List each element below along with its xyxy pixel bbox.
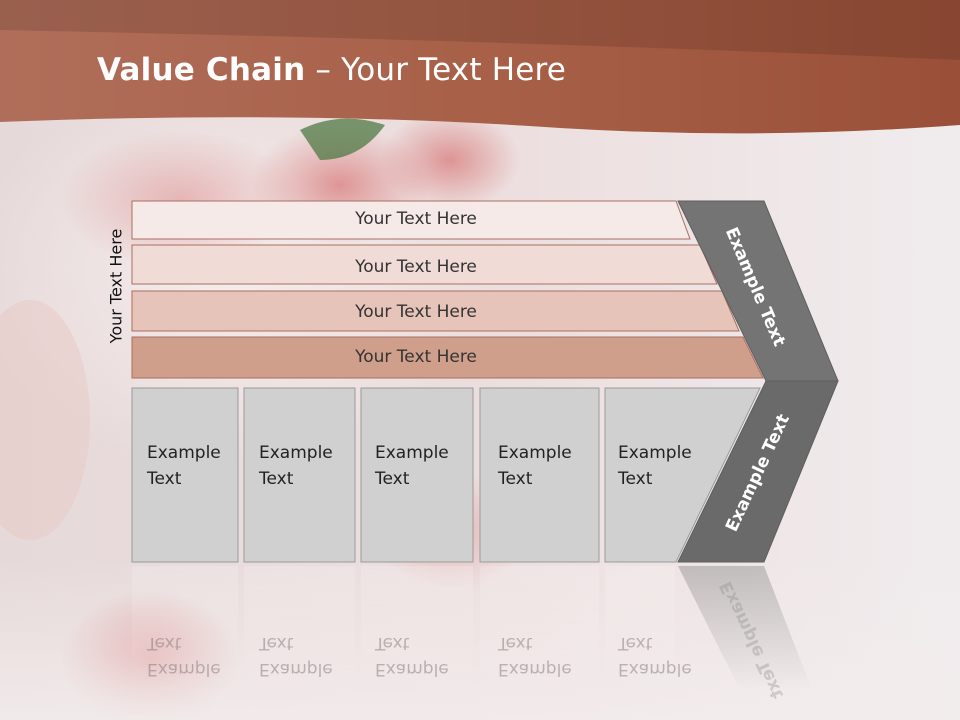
chevron-reflection (678, 566, 812, 690)
reflection-line2: Text (259, 633, 294, 653)
column-label-reflection-3: Example Text (375, 630, 449, 682)
row-label-2: Your Text Here (355, 257, 477, 277)
reflection-line1: Example (498, 659, 572, 679)
reflection-line1: Example (259, 659, 333, 679)
row-label-1: Your Text Here (355, 209, 477, 229)
reflection-line1: Example (618, 659, 692, 679)
column-box-2 (243, 387, 356, 563)
column-label-4-line2: Text (498, 469, 533, 489)
column-box-5 (604, 387, 761, 563)
title-rest: – Your Text Here (305, 52, 567, 88)
reflection-line1: Example (375, 659, 449, 679)
header-band (0, 0, 960, 134)
column-label-2-line1: Example (259, 443, 333, 463)
column-label-5: Example Text (618, 440, 692, 492)
title-bold: Value Chain (97, 52, 306, 88)
row-band-2 (131, 244, 718, 285)
reflection-line2: Text (618, 633, 653, 653)
column-reflections (132, 566, 675, 696)
page-title: Value Chain – Your Text Here (97, 52, 566, 88)
reflection-line2: Text (498, 633, 533, 653)
column-label-reflection-5: Example Text (618, 630, 692, 682)
row-band-4 (131, 336, 764, 379)
column-box-3 (360, 387, 474, 563)
row-band-3 (131, 290, 740, 332)
column-label-1-line1: Example (147, 443, 221, 463)
column-label-4: Example Text (498, 440, 572, 492)
column-label-4-line1: Example (498, 443, 572, 463)
column-label-5-line2: Text (618, 469, 653, 489)
column-label-reflection-1: Example Text (147, 630, 221, 682)
column-label-reflection-4: Example Text (498, 630, 572, 682)
reflection-line1: Example (147, 659, 221, 679)
chevron-lower (677, 380, 839, 563)
row-label-3: Your Text Here (355, 302, 477, 322)
reflection-line2: Text (147, 633, 182, 653)
column-label-3: Example Text (375, 440, 449, 492)
column-label-2-line2: Text (259, 469, 294, 489)
column-box-4 (479, 387, 600, 563)
column-label-3-line1: Example (375, 443, 449, 463)
column-label-2: Example Text (259, 440, 333, 492)
column-box-1 (131, 387, 239, 563)
reflection-line2: Text (375, 633, 410, 653)
column-label-1-line2: Text (147, 469, 182, 489)
column-label-3-line2: Text (375, 469, 410, 489)
column-label-reflection-2: Example Text (259, 630, 333, 682)
row-band-1 (131, 200, 691, 240)
column-label-5-line1: Example (618, 443, 692, 463)
row-label-4: Your Text Here (355, 347, 477, 367)
column-label-1: Example Text (147, 440, 221, 492)
